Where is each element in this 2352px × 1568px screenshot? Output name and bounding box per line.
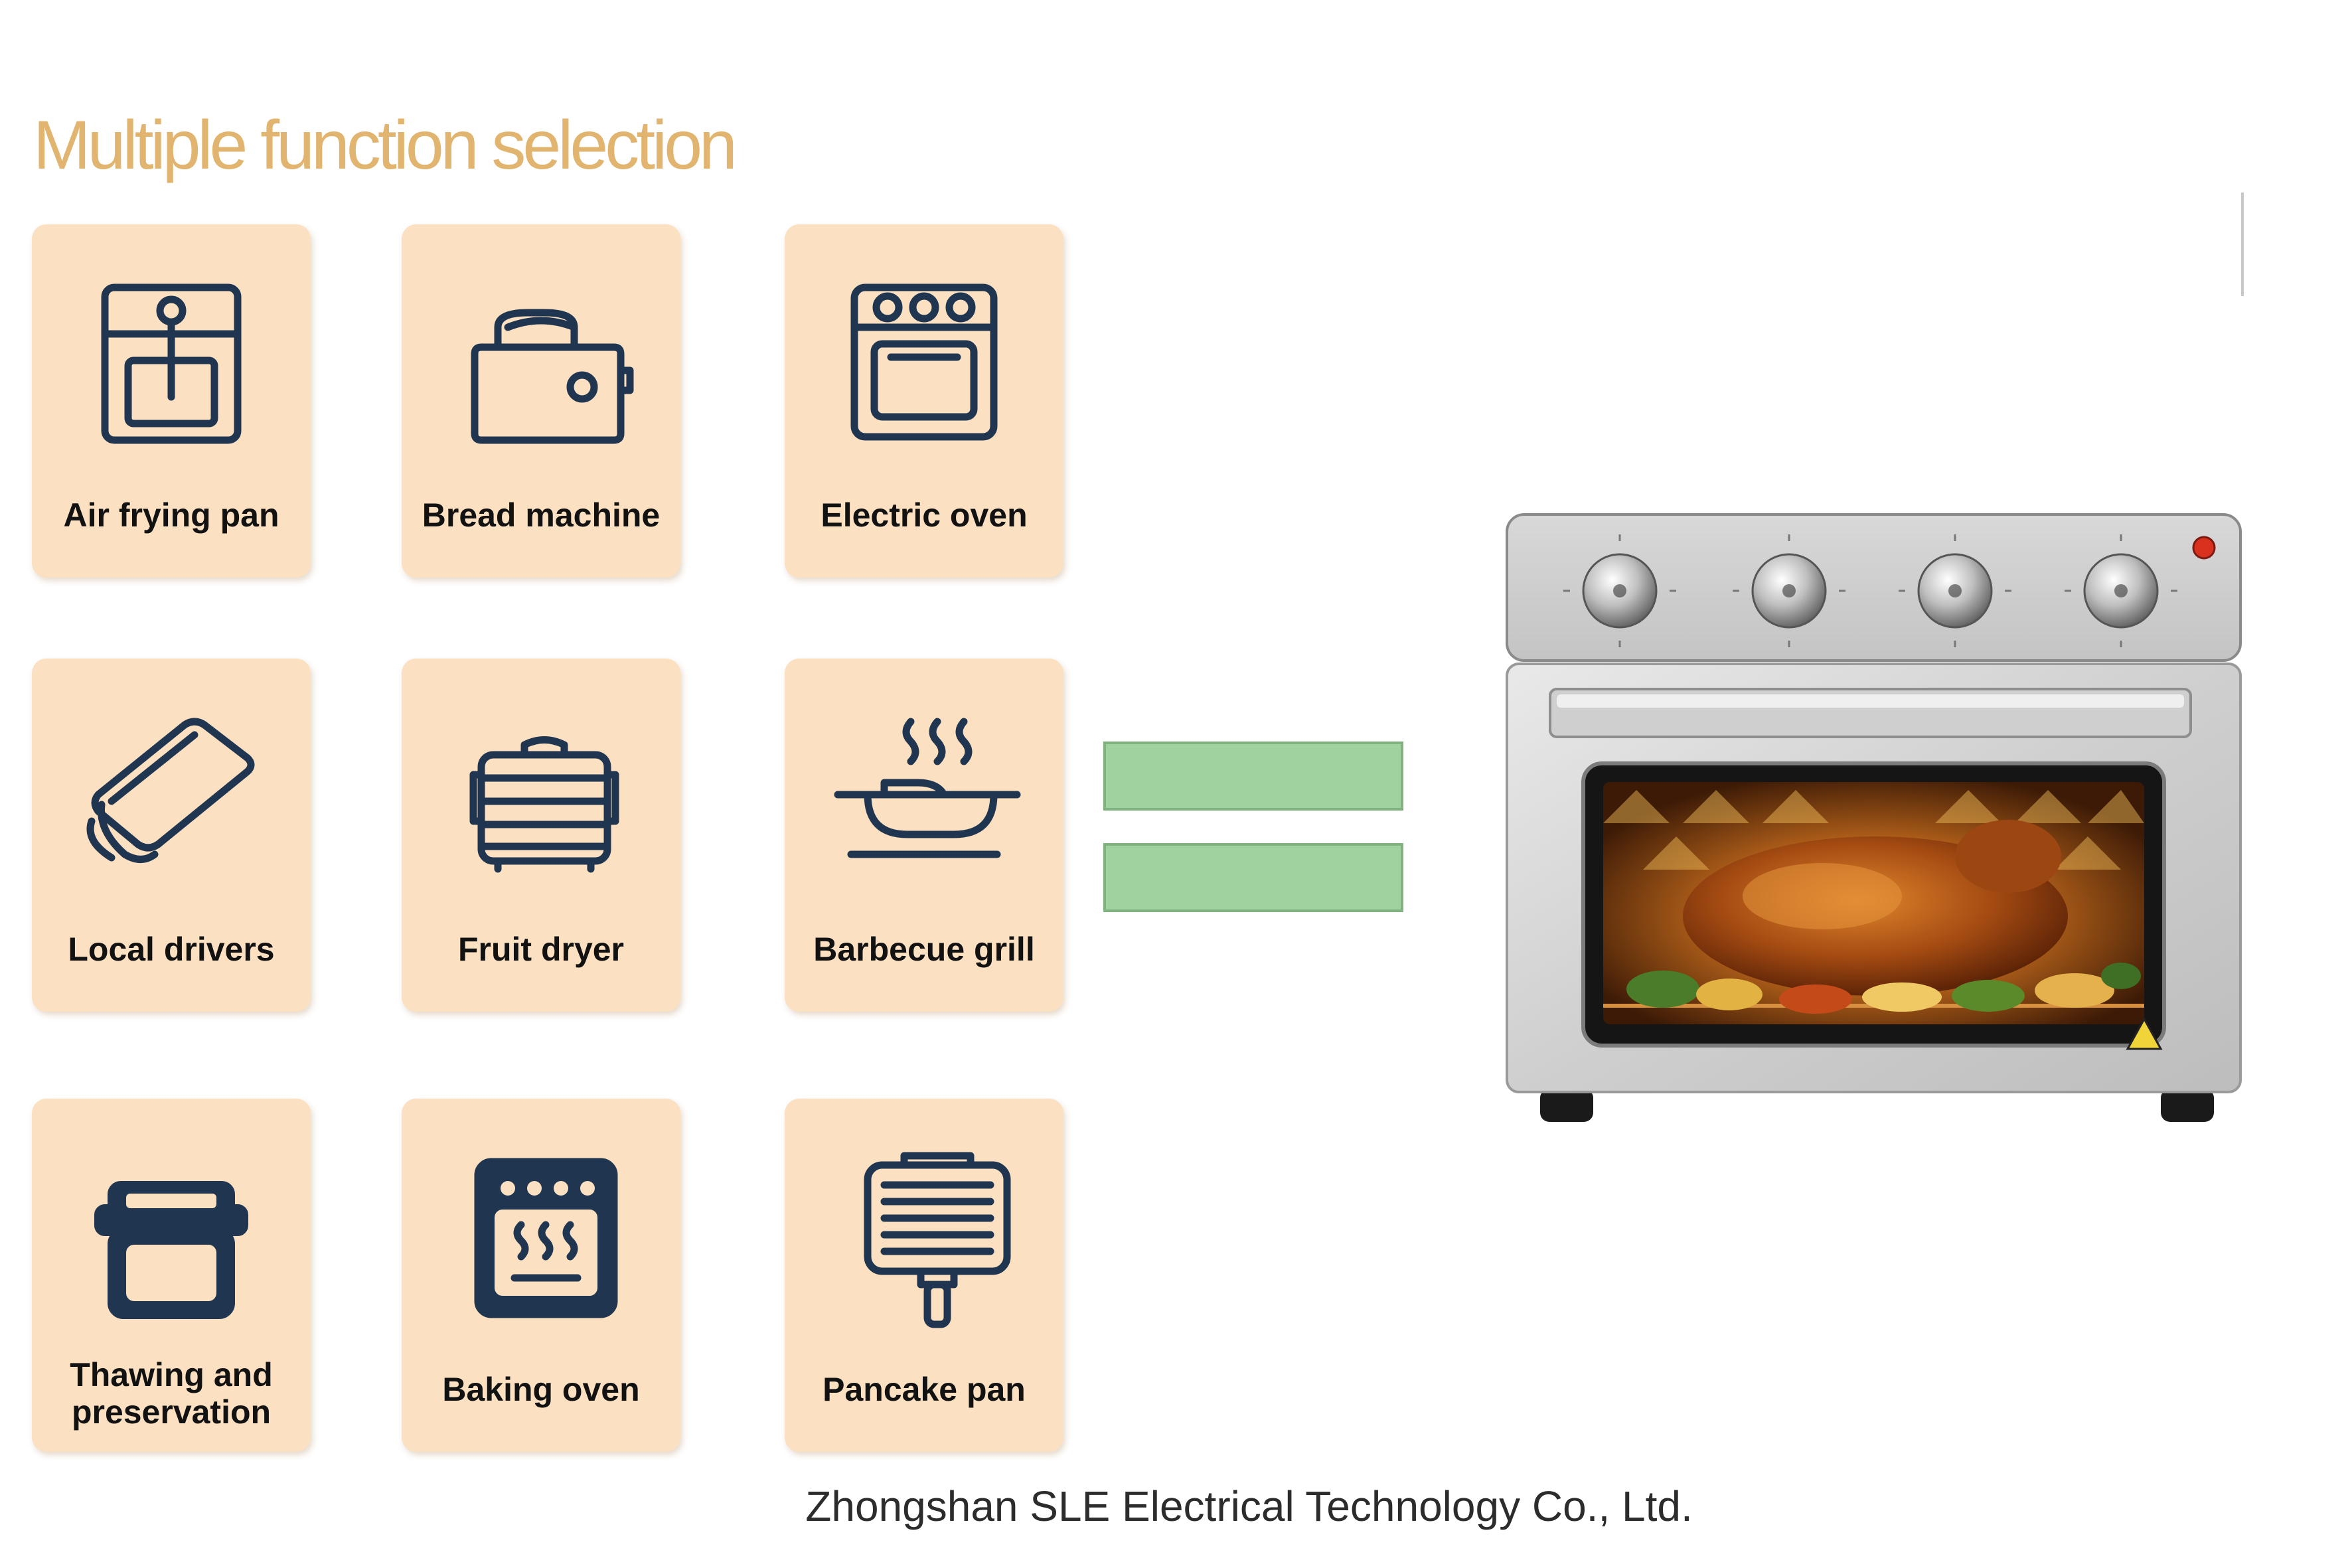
baking-oven-icon	[441, 1135, 641, 1334]
function-label: Pancake pan	[823, 1371, 1026, 1408]
food-container-icon	[72, 1135, 271, 1334]
function-card-bread-machine: Bread machine	[402, 224, 680, 578]
function-label: Baking oven	[442, 1371, 640, 1408]
function-card-fruit-dryer: Fruit dryer	[402, 659, 680, 1012]
air-fryer-icon	[72, 261, 271, 460]
function-card-electric-oven: Electric oven	[785, 224, 1063, 578]
function-card-local-drivers: Local drivers	[32, 659, 311, 1012]
function-label: Barbecue grill	[813, 931, 1035, 968]
sandwich-maker-icon	[72, 695, 271, 894]
grill-pan-icon	[824, 695, 1024, 894]
function-label: Electric oven	[821, 497, 1028, 534]
function-label: Bread machine	[422, 497, 661, 534]
equals-sign-top-bar	[1103, 742, 1403, 811]
page-title: Multiple function selection	[33, 107, 738, 184]
function-card-baking-oven: Baking oven	[402, 1099, 680, 1452]
function-card-air-frying-pan: Air frying pan	[32, 224, 311, 578]
product-image-oven	[1504, 511, 2244, 1122]
function-label: Local drivers	[68, 931, 275, 968]
function-card-thawing-and-preservation: Thawing and preservation	[32, 1099, 311, 1452]
pancake-pan-icon	[824, 1135, 1024, 1334]
electric-oven-icon	[824, 261, 1024, 460]
function-label: Air frying pan	[63, 497, 279, 534]
fruit-dryer-icon	[441, 695, 641, 894]
function-label: Fruit dryer	[457, 931, 625, 968]
function-card-barbecue-grill: Barbecue grill	[785, 659, 1063, 1012]
equals-sign-bottom-bar	[1103, 843, 1403, 912]
toaster-icon	[441, 261, 641, 460]
divider-line	[2241, 193, 2244, 296]
function-label: Thawing and preservation	[70, 1356, 273, 1431]
company-name: Zhongshan SLE Electrical Technology Co.,…	[805, 1482, 1693, 1530]
function-card-pancake-pan: Pancake pan	[785, 1099, 1063, 1452]
